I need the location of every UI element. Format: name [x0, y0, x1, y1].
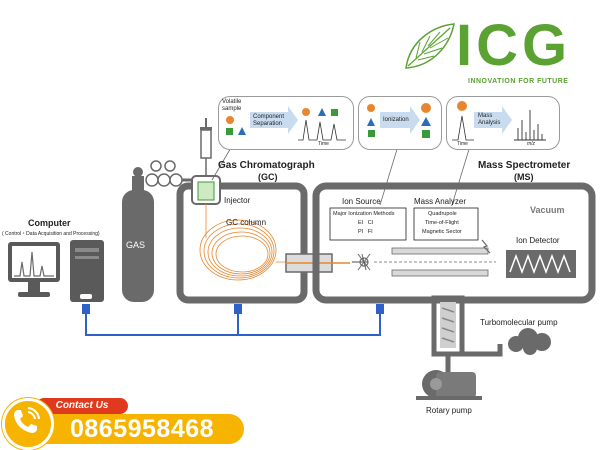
ms-peak-icon — [452, 115, 474, 141]
ion-detector — [506, 250, 576, 278]
gc-frame — [176, 182, 308, 304]
peak-orange-dot — [302, 108, 310, 116]
ion-source-label: Ion Source — [342, 197, 381, 206]
vacuum-label: Vacuum — [530, 205, 565, 215]
ionization-row-1: EI CI — [358, 220, 374, 226]
peak-blue-triangle — [318, 108, 326, 116]
mass-analysis-arrow-icon — [474, 106, 512, 134]
bubble3-time-label: Time — [457, 141, 468, 147]
analyzer-quadrupole: Quadrupole — [428, 211, 457, 217]
computer-monitor — [8, 242, 60, 297]
separation-arrow-icon — [250, 106, 298, 134]
sample-blue-triangle — [238, 127, 246, 135]
cation-blue-icon — [421, 117, 431, 126]
ms-title: Mass Spectrometer — [478, 160, 571, 171]
injector-label: Injector — [224, 196, 251, 205]
gc-title: Gas Chromatograph — [218, 160, 315, 171]
phone-number[interactable]: 0865958468 — [30, 414, 244, 444]
cable-connectors — [82, 304, 384, 314]
computer-title: Computer — [28, 218, 71, 228]
injector-port — [191, 175, 221, 205]
analyzer-tof: Time-of-Flight — [425, 220, 459, 226]
sample-orange-dot — [226, 116, 234, 124]
bubble1-time-label: Time — [318, 141, 329, 147]
spark-icon — [481, 239, 491, 254]
peak-green-square — [331, 109, 338, 116]
rotary-pump — [416, 370, 482, 400]
gc-column-coil — [199, 204, 300, 281]
gc-column-label: GC column — [226, 218, 267, 227]
phone-icon — [14, 407, 40, 433]
mass-analyzer-label: Mass Analyzer — [414, 197, 467, 206]
ion-blue-triangle — [367, 118, 375, 126]
chromatogram-icon — [298, 119, 346, 141]
contact-us-label[interactable]: Contact Us — [36, 398, 128, 414]
mass-spectrum-icon — [514, 110, 546, 141]
ionization-header: Major Ionization Methods — [333, 211, 395, 217]
ion-detector-label: Ion Detector — [516, 236, 560, 245]
bubble2-arrow-label: Ionization — [383, 117, 409, 123]
gas-label: GAS — [126, 240, 146, 250]
ion-source-element — [352, 253, 371, 271]
ion-green-square — [368, 130, 375, 137]
leaf-logo-icon — [405, 23, 455, 69]
gc-abbr: (GC) — [258, 172, 278, 182]
analyzer-magnetic: Magnetic Sector — [422, 229, 462, 235]
bubble3-mz-label: m/z — [527, 141, 536, 147]
ms-orange-dot — [457, 101, 467, 111]
ionization-arrow-icon — [380, 106, 420, 134]
cation-orange-icon — [421, 103, 431, 113]
exhaust-cloud-icon — [508, 328, 551, 355]
sample-green-square — [226, 128, 233, 135]
phone-badge[interactable] — [2, 398, 54, 450]
mass-analyzer-box — [413, 207, 479, 241]
computer-subtitle: ( Control・Data Acquisition and Processin… — [2, 231, 100, 237]
turbo-pump-label: Turbomolecular pump — [480, 318, 558, 327]
bubble-pointers — [211, 145, 471, 206]
ion-orange-dot — [367, 104, 375, 112]
injector-syringe — [200, 118, 212, 176]
logo-text: ICG — [456, 13, 572, 78]
logo-tagline: INNOVATION FOR FUTURE — [468, 78, 569, 85]
bubble1-arrow-label: Component Separation — [253, 114, 285, 127]
data-cables — [85, 306, 381, 336]
bubble1-sample-label: Volatile sample — [222, 99, 242, 112]
bubble3-arrow-label: Mass Analysis — [478, 113, 501, 126]
ion-source-box — [329, 207, 407, 241]
gas-regulator — [145, 160, 196, 187]
gas-cylinder — [122, 167, 154, 302]
bubble-graphics — [226, 101, 546, 141]
rotary-pump-label: Rotary pump — [426, 406, 472, 415]
ms-abbr: (MS) — [514, 172, 534, 182]
cation-green-icon — [422, 130, 430, 138]
quadrupole-rods — [374, 247, 496, 277]
turbomolecular-pump — [431, 295, 503, 379]
computer-tower — [70, 240, 104, 302]
ionization-row-2: PI FI — [358, 229, 373, 235]
